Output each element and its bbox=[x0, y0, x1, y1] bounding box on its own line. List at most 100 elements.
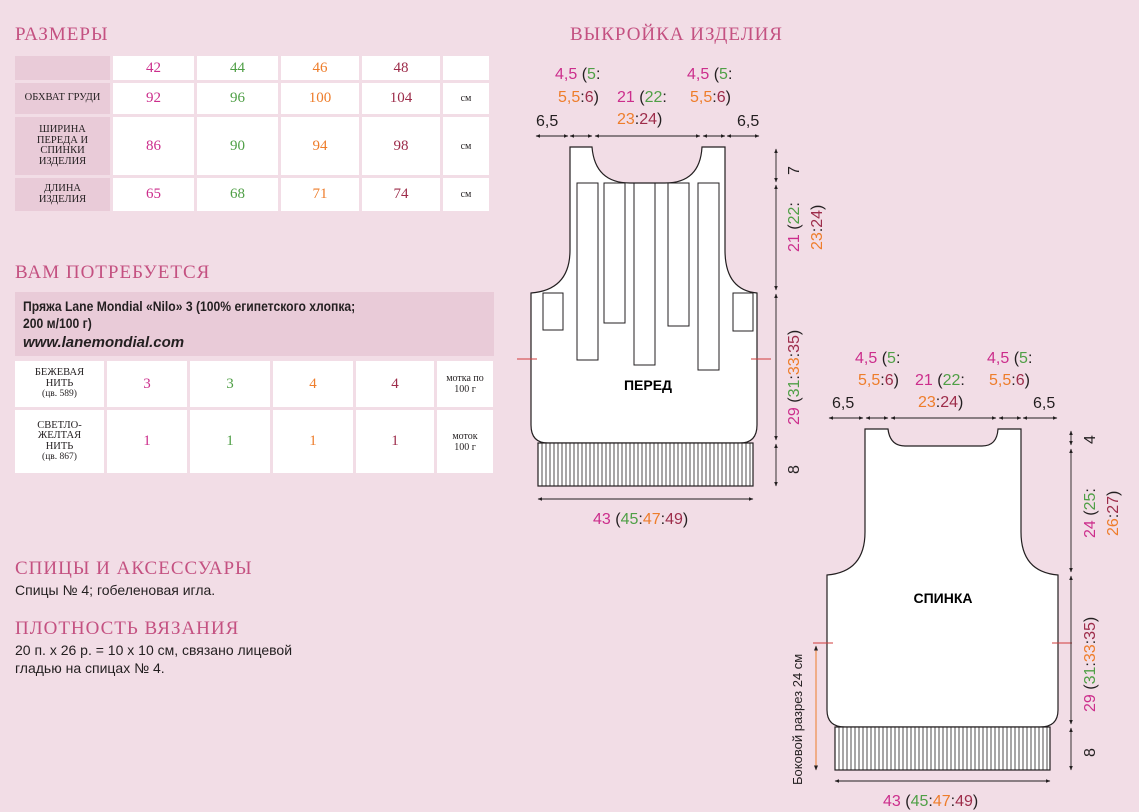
svg-text:5,5:6): 5,5:6) bbox=[858, 372, 899, 389]
yarn-label: СВЕТЛО-ЖЕЛТАЯ НИТЬ (цв. 867) bbox=[15, 410, 104, 473]
yarn-url: www.lanemondial.com bbox=[23, 334, 185, 351]
front-stripe bbox=[697, 182, 720, 371]
yarn-quantity: 3 bbox=[107, 361, 187, 407]
gauge-text-1: 20 п. х 26 р. = 10 х 10 см, связано лице… bbox=[15, 642, 293, 658]
materials-heading: ВАМ ПОТРЕБУЕТСЯ bbox=[15, 262, 211, 283]
gauge-text-2: гладью на спицах № 4. bbox=[15, 660, 165, 676]
measurement-unit: см bbox=[443, 117, 489, 175]
measurement-value: 98 bbox=[362, 117, 440, 175]
svg-text:43 (45:47:49): 43 (45:47:49) bbox=[593, 511, 688, 528]
svg-text:6,5: 6,5 bbox=[536, 113, 558, 130]
measurement-value: 100 bbox=[281, 83, 359, 114]
size-cell: 46 bbox=[281, 56, 359, 80]
front-stripe bbox=[576, 182, 599, 361]
measurement-value: 86 bbox=[113, 117, 194, 175]
yarn-color-code: (цв. 867) bbox=[42, 452, 77, 462]
svg-text:4,5 (5:: 4,5 (5: bbox=[555, 66, 600, 83]
back-label: СПИНКА bbox=[913, 590, 972, 606]
gauge-heading: ПЛОТНОСТЬ ВЯЗАНИЯ bbox=[15, 618, 240, 639]
size-cell: 48 bbox=[362, 56, 440, 80]
front-label: ПЕРЕД bbox=[624, 377, 672, 393]
measurement-unit: см bbox=[443, 178, 489, 211]
yarn-label: БЕЖЕВАЯ НИТЬ (цв. 589) bbox=[15, 361, 104, 407]
svg-text:21 (22:: 21 (22: bbox=[915, 372, 965, 389]
svg-text:4: 4 bbox=[1082, 435, 1099, 444]
measurement-value: 68 bbox=[197, 178, 278, 211]
front-stripe bbox=[633, 182, 656, 366]
yarn-line-2: 200 м/100 г) bbox=[23, 316, 92, 331]
front-stripe bbox=[667, 182, 690, 327]
svg-text:21 (22:: 21 (22: bbox=[786, 202, 803, 252]
blank-cell bbox=[443, 56, 489, 80]
svg-text:6,5: 6,5 bbox=[737, 113, 759, 130]
svg-text:29 (31:33:35): 29 (31:33:35) bbox=[1082, 617, 1099, 712]
yarn-quantity: 1 bbox=[273, 410, 353, 473]
svg-text:23:24): 23:24) bbox=[918, 394, 963, 411]
svg-text:23:24): 23:24) bbox=[809, 205, 826, 250]
svg-text:6,5: 6,5 bbox=[1033, 395, 1055, 412]
measurement-unit: см bbox=[443, 83, 489, 114]
svg-text:43 (45:47:49): 43 (45:47:49) bbox=[883, 793, 978, 810]
sizes-table-corner bbox=[15, 56, 110, 80]
size-cell: 42 bbox=[113, 56, 194, 80]
yarn-quantity: 1 bbox=[190, 410, 270, 473]
side-slit-label: Боковой разрез 24 см bbox=[790, 654, 805, 785]
svg-text:8: 8 bbox=[786, 465, 803, 474]
yarn-quantity: 4 bbox=[356, 361, 434, 407]
svg-text:5,5:6): 5,5:6) bbox=[690, 89, 731, 106]
size-cell: 44 bbox=[197, 56, 278, 80]
measurement-value: 94 bbox=[281, 117, 359, 175]
svg-text:5,5:6): 5,5:6) bbox=[989, 372, 1030, 389]
yarn-color-name: СВЕТЛО-ЖЕЛТАЯ НИТЬ bbox=[37, 419, 82, 452]
back-dimension-lines bbox=[828, 416, 1073, 783]
back-outline bbox=[826, 428, 1059, 728]
back-dimension-labels: 4,5 (5: 5,5:6) 21 (22: 23:24) 4,5 (5: 5,… bbox=[790, 350, 1122, 810]
measurement-label: ШИРИНА ПЕРЕДА И СПИНКИ ИЗДЕЛИЯ bbox=[15, 117, 110, 175]
measurement-value: 92 bbox=[113, 83, 194, 114]
front-outline bbox=[530, 146, 758, 444]
front-ribbing-lines bbox=[541, 443, 751, 486]
front-stripe bbox=[603, 182, 626, 324]
svg-text:5,5:6): 5,5:6) bbox=[558, 89, 599, 106]
front-dimension-labels: 4,5 (5: 5,5:6) 21 (22: 23:24) 4,5 (5: 5,… bbox=[536, 66, 826, 528]
needles-text: Спицы № 4; гобеленовая игла. bbox=[15, 582, 216, 598]
svg-text:23:24): 23:24) bbox=[617, 111, 662, 128]
svg-text:24 (25:: 24 (25: bbox=[1082, 488, 1099, 538]
yarn-panel: Пряжа Lane Mondial «Nilo» 3 (100% египет… bbox=[15, 292, 494, 356]
measurement-value: 74 bbox=[362, 178, 440, 211]
svg-text:7: 7 bbox=[786, 166, 803, 175]
svg-text:6,5: 6,5 bbox=[832, 395, 854, 412]
svg-text:8: 8 bbox=[1082, 748, 1099, 757]
measurement-value: 71 bbox=[281, 178, 359, 211]
yarn-unit: мотка по 100 г bbox=[437, 361, 493, 407]
yarn-quantity: 3 bbox=[190, 361, 270, 407]
yarn-color-name: БЕЖЕВАЯ НИТЬ bbox=[34, 367, 85, 389]
yarn-line-1: Пряжа Lane Mondial «Nilo» 3 (100% египет… bbox=[23, 299, 356, 314]
svg-text:29 (31:33:35): 29 (31:33:35) bbox=[786, 330, 803, 425]
measurement-value: 90 bbox=[197, 117, 278, 175]
yarn-quantity: 1 bbox=[356, 410, 434, 473]
measurement-value: 104 bbox=[362, 83, 440, 114]
yarn-quantity: 4 bbox=[273, 361, 353, 407]
measurement-label: ОБХВАТ ГРУДИ bbox=[15, 83, 110, 114]
svg-text:4,5 (5:: 4,5 (5: bbox=[987, 350, 1032, 367]
sizes-heading: РАЗМЕРЫ bbox=[15, 24, 109, 45]
back-ribbing-lines bbox=[838, 727, 1048, 770]
svg-text:4,5 (5:: 4,5 (5: bbox=[855, 350, 900, 367]
svg-text:4,5 (5:: 4,5 (5: bbox=[687, 66, 732, 83]
front-piece bbox=[530, 146, 758, 487]
measurement-label: ДЛИНА ИЗДЕЛИЯ bbox=[15, 178, 110, 211]
svg-text:26:27): 26:27) bbox=[1105, 491, 1122, 536]
yarn-color-code: (цв. 589) bbox=[42, 389, 77, 400]
pattern-heading: ВЫКРОЙКА ИЗДЕЛИЯ bbox=[570, 24, 783, 45]
front-dimension-lines bbox=[535, 134, 778, 501]
svg-text:21 (22:: 21 (22: bbox=[617, 89, 667, 106]
front-stripe bbox=[732, 292, 754, 332]
back-piece bbox=[826, 428, 1059, 771]
measurement-value: 96 bbox=[197, 83, 278, 114]
yarn-unit: моток 100 г bbox=[437, 410, 493, 473]
measurement-value: 65 bbox=[113, 178, 194, 211]
front-stripe bbox=[542, 292, 564, 331]
